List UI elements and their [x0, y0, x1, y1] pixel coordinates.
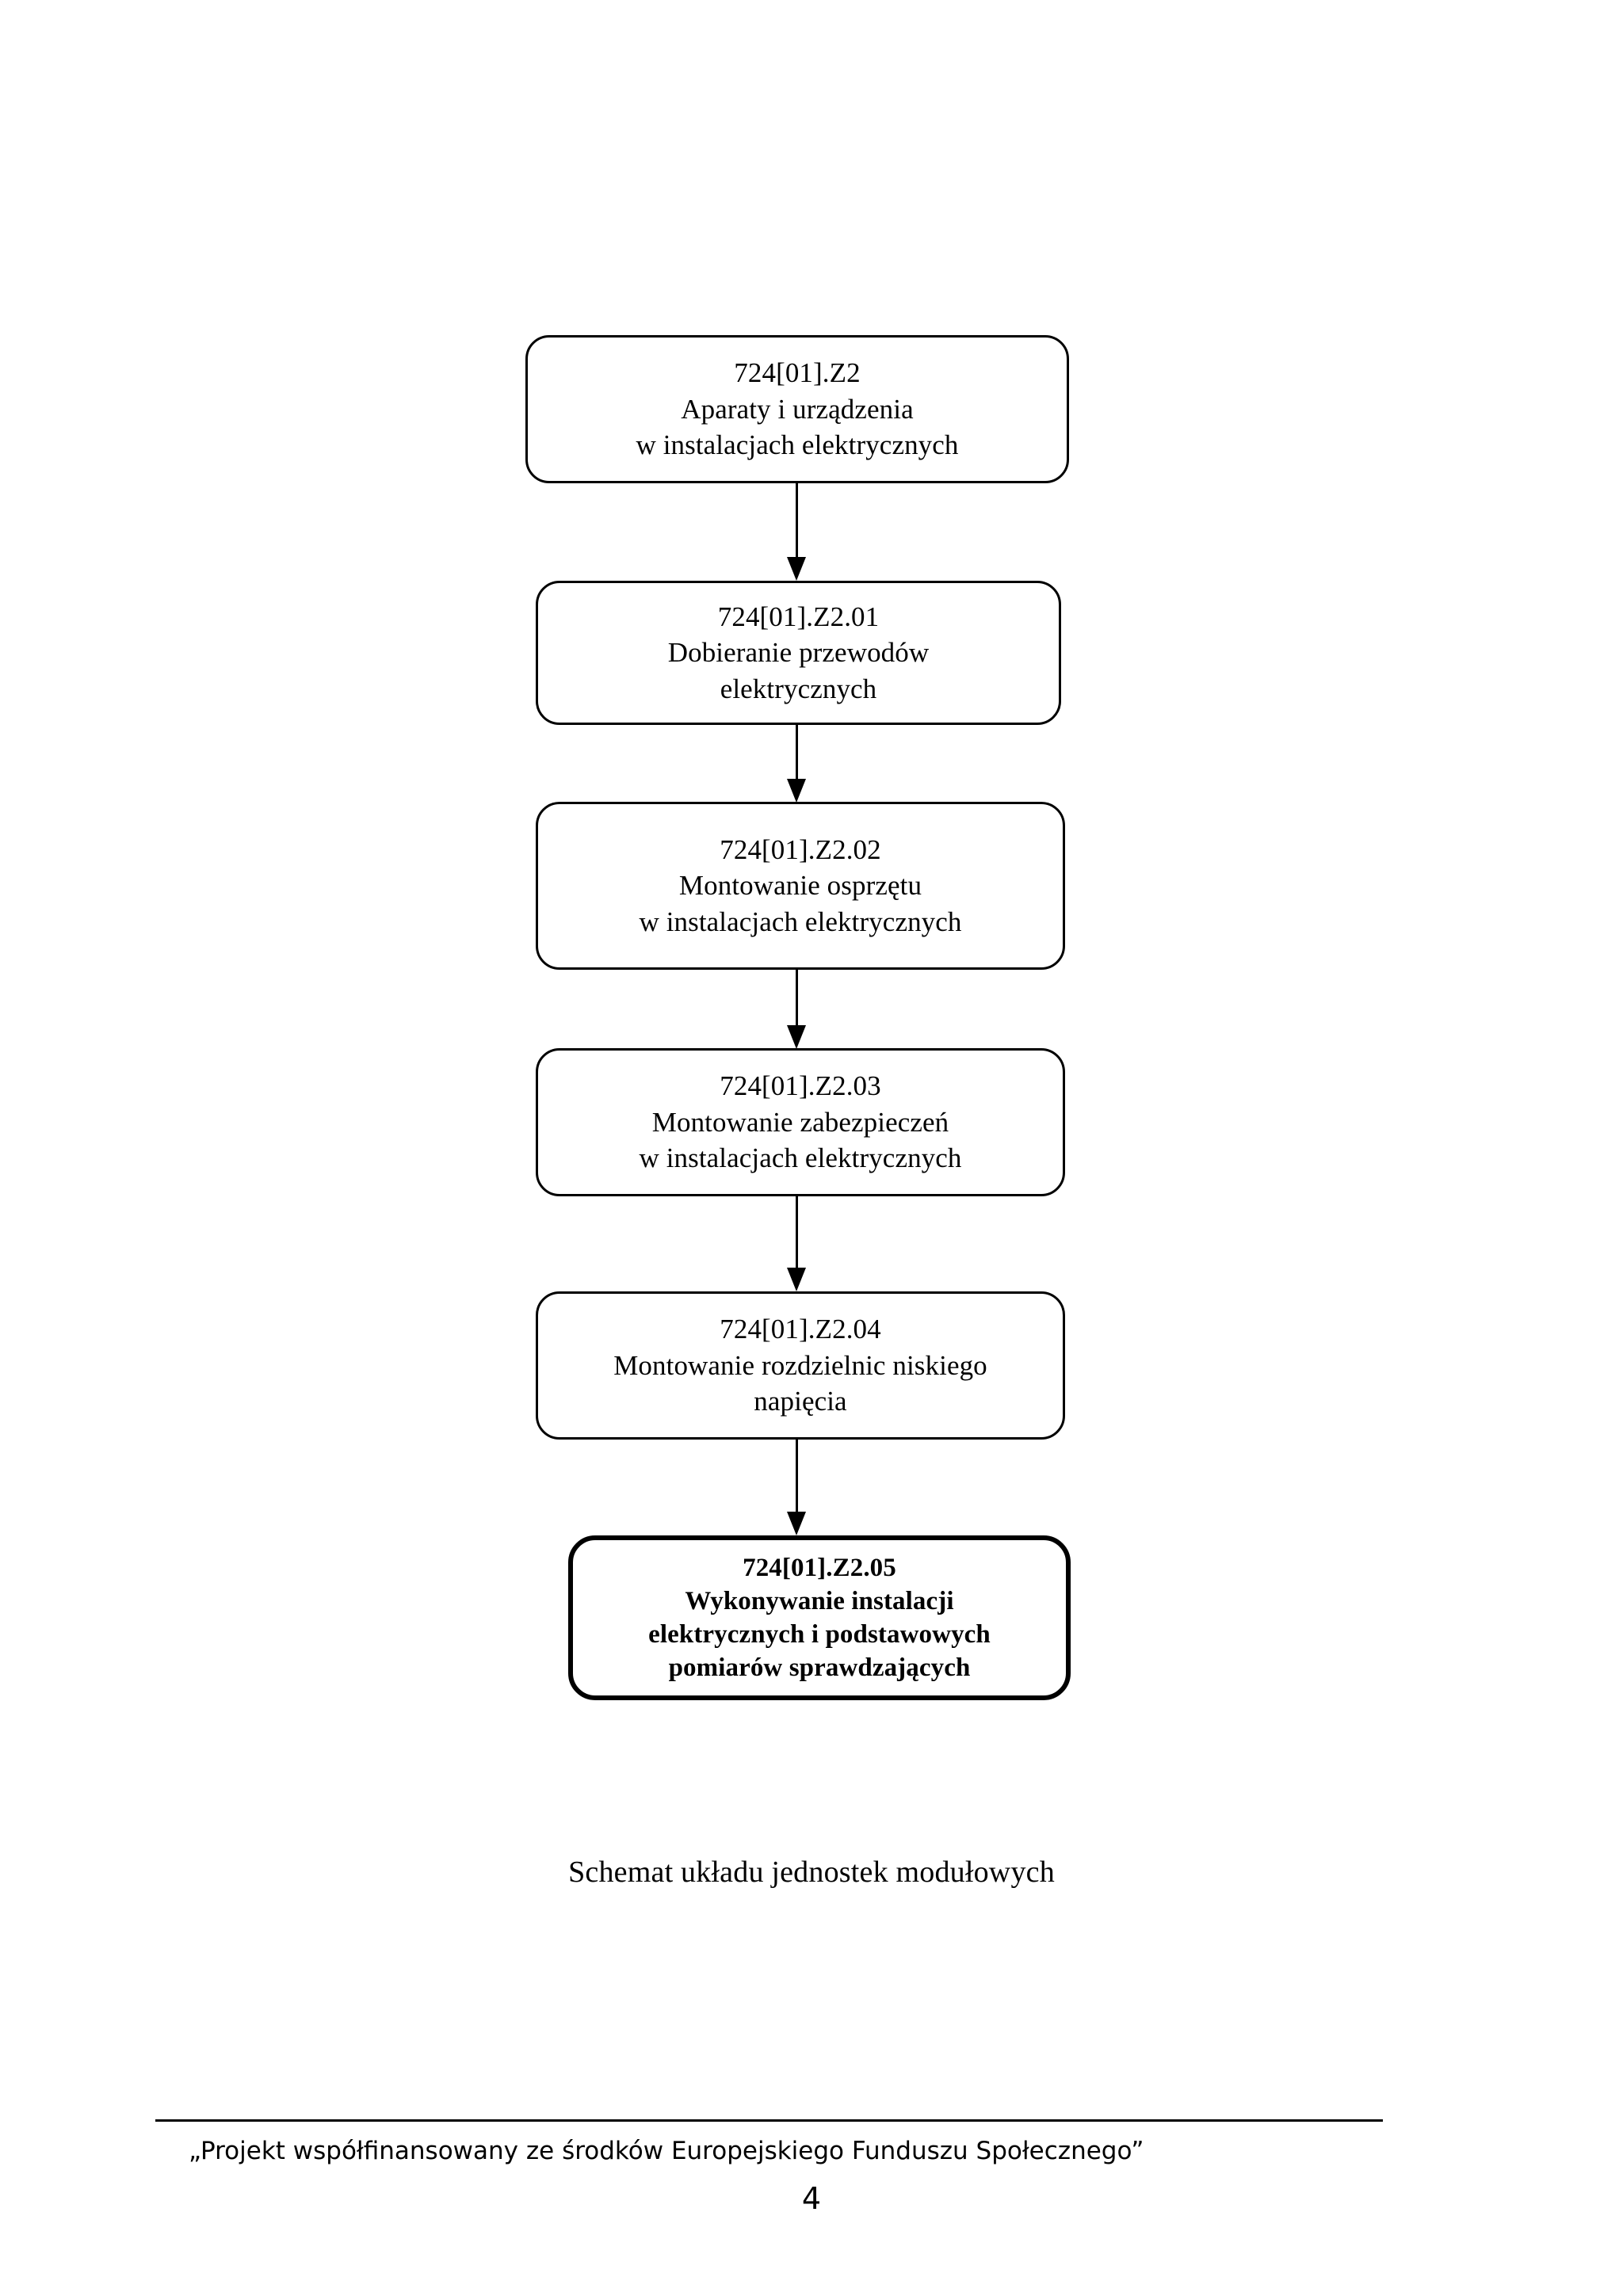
node-line: w instalacjach elektrycznych	[639, 906, 962, 937]
flowchart-node-724-01-Z2-04: 724[01].Z2.04 Montowanie rozdzielnic nis…	[536, 1291, 1065, 1440]
node-line: 724[01].Z2.05	[743, 1553, 896, 1582]
node-line: Montowanie rozdzielnic niskiego	[613, 1349, 987, 1381]
flowchart-node-724-01-Z2-01: 724[01].Z2.01 Dobieranie przewodów elekt…	[536, 581, 1061, 725]
flow-arrow-3	[781, 970, 812, 1049]
node-line: w instalacjach elektrycznych	[639, 1142, 962, 1174]
node-line: elektrycznych i podstawowych	[648, 1620, 991, 1649]
node-line: pomiarów sprawdzających	[668, 1653, 971, 1683]
node-line: Dobieranie przewodów	[667, 637, 930, 669]
node-line: 724[01].Z2.01	[717, 601, 880, 632]
arrowhead-down-icon	[787, 1512, 806, 1535]
arrowhead-down-icon	[787, 1025, 806, 1049]
arrowhead-down-icon	[787, 557, 806, 581]
arrowhead-down-icon	[787, 1268, 806, 1291]
arrow-shaft	[796, 725, 798, 780]
arrow-shaft	[796, 1440, 798, 1513]
modular-units-flowchart: 724[01].Z2 Aparaty i urządzenia w instal…	[525, 335, 1071, 1700]
node-line: Wykonywanie instalacji	[685, 1586, 954, 1615]
arrow-shaft	[796, 1196, 798, 1269]
node-line: 724[01].Z2.02	[720, 833, 881, 865]
footer-funding-note: „Projekt współfinansowany ze środków Eur…	[189, 2137, 1144, 2165]
node-line: Aparaty i urządzenia	[681, 393, 914, 425]
flow-arrow-4	[781, 1196, 812, 1291]
node-line: Montowanie zabezpieczeń	[651, 1106, 949, 1138]
flowchart-node-724-01-Z2-05: 724[01].Z2.05 Wykonywanie instalacji ele…	[568, 1535, 1071, 1700]
node-line: 724[01].Z2	[734, 357, 861, 389]
flowchart-node-724-01-Z2-03: 724[01].Z2.03 Montowanie zabezpieczeń w …	[536, 1048, 1065, 1196]
node-line: elektrycznych	[720, 673, 877, 704]
page-number: 4	[801, 2181, 822, 2216]
node-line: 724[01].Z2.04	[720, 1314, 881, 1345]
node-line: w instalacjach elektrycznych	[636, 429, 959, 461]
flowchart-node-724-01-Z2-02: 724[01].Z2.02 Montowanie osprzętu w inst…	[536, 802, 1065, 970]
arrow-shaft	[796, 483, 798, 559]
flow-arrow-2	[781, 725, 812, 803]
flowchart-node-724-01-Z2: 724[01].Z2 Aparaty i urządzenia w instal…	[525, 335, 1069, 483]
node-line: Montowanie osprzętu	[678, 870, 922, 902]
flow-arrow-5	[781, 1440, 812, 1535]
node-line: napięcia	[754, 1386, 847, 1417]
arrowhead-down-icon	[787, 779, 806, 803]
arrow-shaft	[796, 970, 798, 1027]
node-line: 724[01].Z2.03	[720, 1070, 881, 1102]
flow-arrow-1	[781, 483, 812, 581]
figure-caption: Schemat układu jednostek modułowych	[568, 1855, 1055, 1889]
footer-divider	[155, 2119, 1383, 2122]
